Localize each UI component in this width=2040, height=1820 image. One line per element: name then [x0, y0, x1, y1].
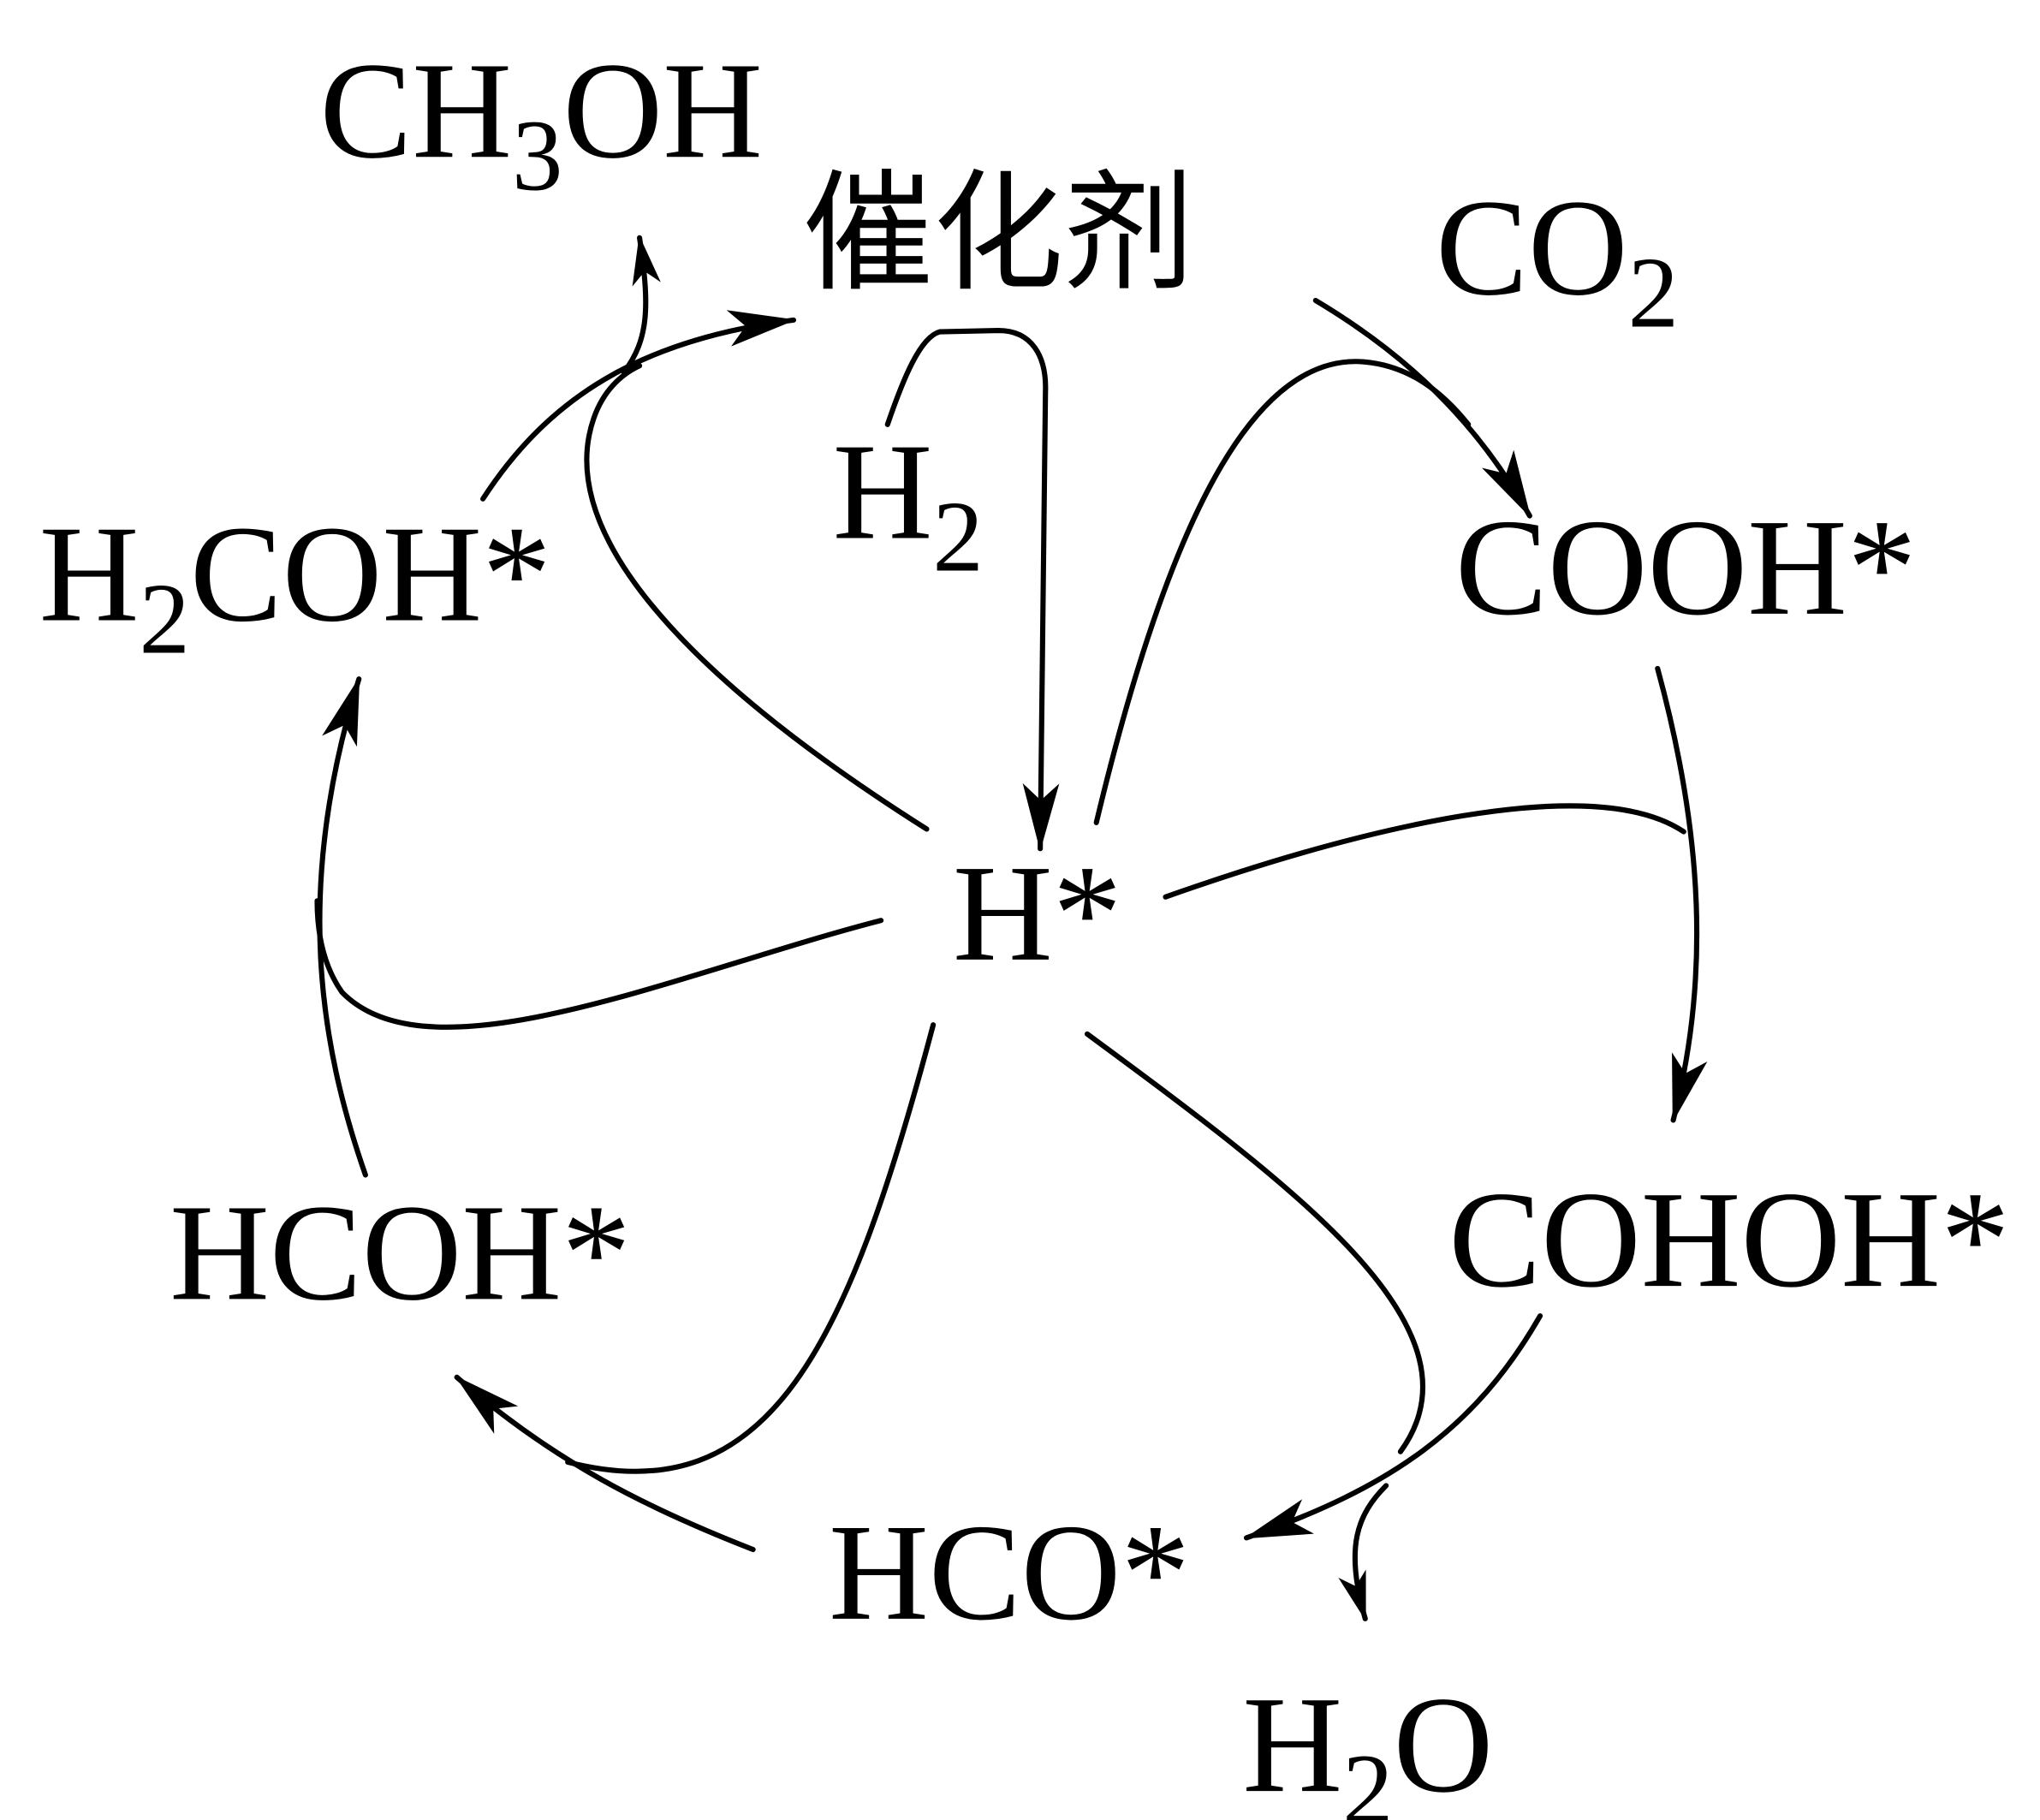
h2coh-part-main: H [39, 497, 140, 651]
curve-h-star-to-cohoh-step [1163, 803, 1686, 900]
arrow-branch-to-ch3oh [621, 235, 661, 375]
arrow-hco-star-to-hcoh-star [454, 1374, 756, 1553]
label-hcoh-star: HCOH* [170, 1175, 631, 1329]
ch3oh-subscript: 3 [512, 98, 562, 211]
label-h2: H2 [833, 414, 984, 592]
curve-h-star-to-final-step [584, 363, 930, 832]
curve-h-star-to-h2coh-step [314, 898, 884, 1030]
h2-part-main: H [833, 414, 933, 568]
h2o-part-tail: O [1394, 1668, 1494, 1820]
ch3oh-part-main: CH [320, 33, 513, 187]
arrow-branch-to-h2o [1338, 1483, 1389, 1621]
arrow-co2-to-cooh-star [1312, 297, 1532, 519]
arrow-hcoh-star-to-h2coh-star [317, 676, 368, 1178]
h2coh-part-tail: COH* [190, 497, 551, 651]
h2o-subscript: 2 [1342, 1733, 1393, 1820]
h2o-part-main: H [1242, 1668, 1342, 1820]
label-cohoh-star: COHOH* [1448, 1163, 2009, 1316]
label-h-star: H* [953, 836, 1122, 990]
label-cooh-star: COOH* [1455, 491, 1917, 644]
arrow-h2-to-h-star [884, 328, 1060, 852]
h2-subscript: 2 [932, 480, 983, 593]
co2-subscript: 2 [1628, 235, 1679, 348]
arrow-cooh-star-to-cohoh-star [1655, 665, 1708, 1123]
label-hco-star: HCO* [829, 1496, 1190, 1649]
label-catalyst: 催化剂 [803, 157, 1194, 309]
label-ch3oh: CH3OH [320, 33, 763, 211]
label-h2coh-star: H2COH* [39, 497, 551, 675]
co2-part-main: CO [1436, 170, 1628, 324]
ch3oh-part-tail: OH [563, 33, 763, 187]
h2coh-subscript: 2 [139, 562, 189, 675]
curve-h-star-to-hco-step [1084, 1031, 1426, 1454]
curve-h-star-to-hcoh-step [565, 1022, 937, 1474]
curve-h-star-to-cooh-step [1093, 359, 1472, 825]
arrow-h2coh-star-to-catalyst [480, 310, 797, 502]
arrow-cohoh-star-to-hco-star [1243, 1313, 1543, 1541]
label-co2: CO2 [1436, 170, 1679, 348]
label-h2o: H2O [1242, 1668, 1493, 1820]
